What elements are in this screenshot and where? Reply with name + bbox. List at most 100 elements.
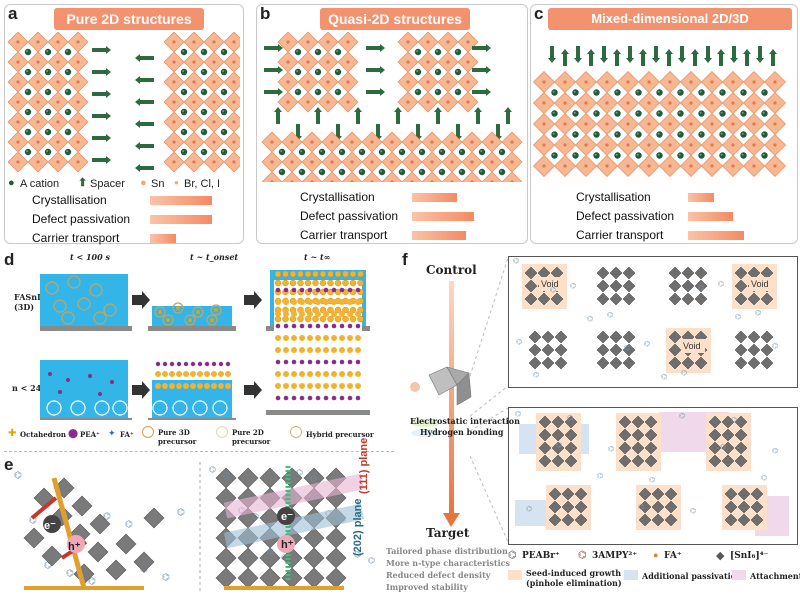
svg-text:⌬: ⌬	[533, 371, 539, 379]
panel-a-legend: ● A cation ⬆ Spacer ● Sn ● Br, Cl, I	[8, 177, 240, 191]
svg-text:⌬: ⌬	[354, 550, 361, 559]
legend-sn: Sn	[151, 178, 165, 190]
svg-text:⌬: ⌬	[515, 410, 521, 418]
panel-c-letter: c	[534, 4, 544, 23]
seed-swatch	[508, 570, 522, 580]
svg-text:⌬: ⌬	[755, 309, 761, 317]
svg-text:⌬: ⌬	[103, 511, 111, 521]
property-label: Crystallisation	[300, 190, 375, 204]
svg-text:⌬: ⌬	[570, 282, 576, 290]
legend-attachment: Attachment	[750, 571, 800, 581]
octahedron-icon: ✚	[8, 428, 17, 439]
hbond-label: Hydrogen bonding	[420, 427, 504, 437]
panel-b-structure	[261, 32, 523, 182]
svg-text:⌬: ⌬	[679, 412, 685, 420]
svg-text:⌬: ⌬	[526, 505, 532, 513]
legend-pure2d: Pure 2D precursor	[232, 428, 271, 446]
svg-text:⌬: ⌬	[608, 445, 614, 453]
goal-1: Tailored phase distribution	[386, 546, 508, 556]
property-bar	[150, 215, 212, 224]
control-label: Control	[426, 263, 477, 277]
legend-passivation: Additional passivation	[642, 571, 742, 581]
legend-sni6: [SnI₆]⁴⁻	[730, 551, 769, 561]
svg-text:⌬: ⌬	[718, 280, 724, 288]
control-box	[508, 256, 798, 388]
fa-icon: ✦	[108, 428, 116, 438]
goal-3: Reduced defect density	[386, 570, 491, 580]
property-bar	[412, 193, 457, 202]
halide-icon: ●	[174, 178, 179, 187]
electron-label-left: e⁻	[44, 520, 56, 532]
svg-text:⌬: ⌬	[252, 512, 259, 521]
property-bar	[150, 234, 176, 243]
legend-pea: PEA⁺	[80, 430, 100, 439]
svg-text:⌬: ⌬	[66, 568, 74, 578]
legend-seed: Seed-induced growth (pinhole elimination…	[526, 568, 622, 588]
hole-label-left: h⁺	[68, 541, 81, 553]
property-label: Defect passivation	[576, 209, 675, 223]
time-label-1: t < 100 s	[70, 252, 110, 262]
panel-a-structure	[7, 32, 240, 172]
svg-text:⌬: ⌬	[698, 284, 704, 292]
svg-text:⌬: ⌬	[772, 342, 778, 350]
svg-text:⌬: ⌬	[88, 576, 96, 586]
property-label: Crystallisation	[576, 190, 651, 204]
pure2d-icon	[216, 426, 228, 438]
svg-text:⌬: ⌬	[638, 503, 644, 511]
svg-text:⌬: ⌬	[14, 470, 22, 480]
svg-text:Void: Void	[751, 279, 769, 289]
svg-text:Void: Void	[683, 341, 701, 351]
legend-halide: Br, Cl, I	[184, 178, 221, 190]
hole-label-right: h⁺	[281, 539, 294, 551]
svg-text:⌬: ⌬	[772, 447, 778, 455]
passivation-swatch	[624, 570, 638, 580]
svg-text:⌬: ⌬	[690, 507, 696, 515]
sn-icon: ●	[140, 177, 147, 189]
property-bar	[688, 193, 714, 202]
svg-text:⌬: ⌬	[735, 313, 741, 321]
svg-text:⌬: ⌬	[720, 443, 726, 451]
svg-text:⌬: ⌬	[177, 507, 185, 517]
svg-text:⌬: ⌬	[681, 369, 687, 377]
property-label: Defect passivation	[32, 212, 131, 226]
sni6-icon: ◆	[716, 550, 725, 562]
legend-peabr: PEABr⁺	[522, 551, 560, 561]
fa-ion-icon: ●	[653, 550, 659, 560]
panel-f-flow	[410, 281, 472, 527]
svg-text:⌬: ⌬	[162, 572, 170, 582]
svg-text:Void: Void	[541, 279, 559, 289]
svg-text:⌬: ⌬	[267, 547, 274, 556]
row-label-fasni3: FASnI3 (3D)	[14, 292, 47, 312]
legend-octahedron: Octahedron	[20, 430, 67, 439]
svg-text:⌬: ⌬	[597, 472, 603, 480]
property-bar	[688, 231, 744, 240]
panel-b-title: Quasi-2D structures	[320, 8, 470, 30]
legend-a-cation: A cation	[20, 178, 60, 190]
svg-text:⌬: ⌬	[296, 468, 303, 477]
property-label: Carrier transport	[32, 231, 120, 245]
pea-icon: ⬤	[68, 428, 79, 438]
panel-e-letter: e	[4, 455, 14, 474]
property-label: Defect passivation	[300, 209, 399, 223]
svg-text:⌬: ⌬	[44, 560, 52, 570]
attachment-swatch	[732, 570, 746, 580]
svg-text:⌬: ⌬	[125, 519, 133, 529]
divider-de	[4, 451, 394, 452]
svg-text:⌬: ⌬	[516, 338, 522, 346]
legend-pure3d: Pure 3D precursor	[158, 428, 197, 446]
svg-text:⌬: ⌬	[310, 474, 317, 483]
time-label-3: t ~ t∞	[304, 252, 331, 262]
property-bar	[688, 212, 733, 221]
panel-d-letter: d	[4, 250, 15, 269]
legend-fa: FA⁺	[120, 430, 134, 439]
panel-b-letter: b	[260, 4, 271, 23]
goal-2: More n-type characteristics	[386, 558, 511, 568]
row-label-n24: n < 24	[12, 383, 42, 393]
target-box	[508, 407, 798, 545]
svg-text:⌬: ⌬	[556, 441, 562, 449]
svg-text:⌬: ⌬	[368, 556, 375, 565]
svg-text:⌬: ⌬	[649, 476, 655, 484]
svg-text:⌬: ⌬	[731, 416, 737, 424]
svg-text:⌬: ⌬	[550, 286, 556, 294]
